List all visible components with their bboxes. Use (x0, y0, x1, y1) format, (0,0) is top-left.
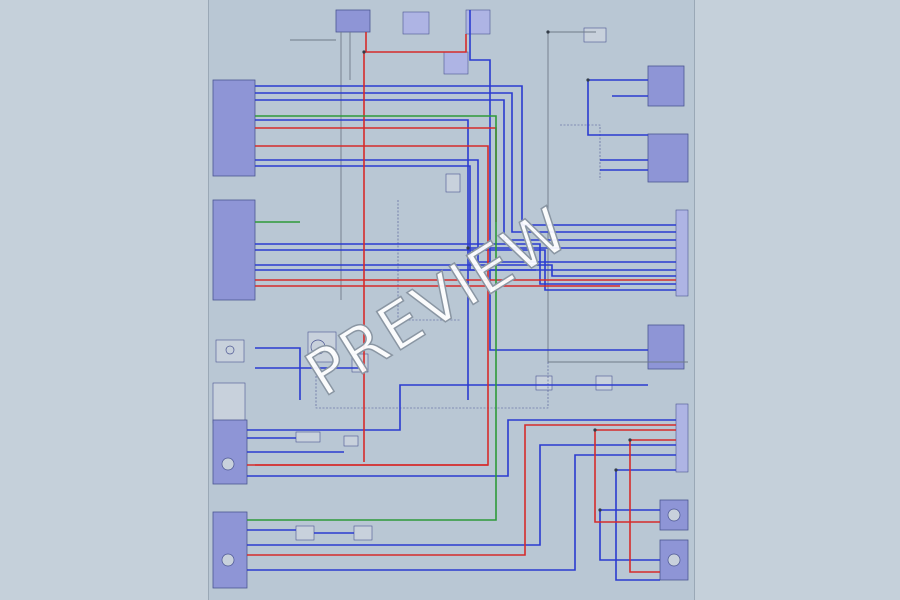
red-wire-2 (255, 145, 489, 466)
connector-d2 (343, 435, 359, 447)
shield-line-a (397, 200, 460, 321)
middle-connector (445, 173, 461, 193)
motor-icon-front-left (221, 457, 235, 471)
connector-c1 (535, 375, 553, 391)
splice-points (362, 30, 632, 512)
motor-icon-front-right (667, 508, 681, 522)
door-lock-switch (215, 339, 245, 363)
trunk-switch (212, 382, 246, 424)
red-wire-rear-door (247, 424, 676, 556)
motor-icon-rear-left (221, 553, 235, 567)
green-wire-long (247, 115, 497, 521)
top-power-module (335, 9, 371, 33)
relay-coil-icon (310, 339, 326, 355)
connector-e1 (295, 525, 315, 541)
connector-d1 (295, 431, 321, 443)
blue-wire-6 (255, 165, 676, 271)
blue-wire-right-actuator-b (615, 469, 676, 581)
front-door-lock-actuator-left (212, 419, 248, 485)
multiplex-control-unit (212, 79, 256, 177)
top-right-connector (583, 27, 607, 43)
shield-line-c (560, 124, 601, 180)
connector-e2 (353, 525, 373, 541)
blue-wire-4 (255, 119, 676, 400)
blue-wire-top (469, 10, 648, 351)
right-lower-connector (675, 403, 689, 473)
red-wire-right-actuator (594, 429, 676, 523)
blue-wire-right-b (600, 95, 648, 171)
blue-wire-front-door-b (247, 419, 676, 477)
blue-wire-3 (255, 99, 676, 241)
rear-door-lock-actuator-left (212, 511, 248, 589)
red-wire-right-actuator-b (629, 439, 676, 573)
right-door-lock-switch (647, 133, 689, 183)
motor-icon-rear-right (667, 553, 681, 567)
relay-unit-a (307, 331, 337, 363)
red-wire-4 (255, 279, 676, 287)
blue-wire-7 (255, 243, 676, 285)
connector-c2 (595, 375, 613, 391)
blue-wire-rear-door-c (247, 444, 676, 546)
junction-connector (443, 51, 469, 75)
blue-wire-rear-door-b (247, 454, 676, 571)
blue-wire-8 (255, 249, 676, 291)
red-wire-top (365, 32, 467, 53)
switch-icon (225, 345, 235, 355)
blue-wire-1 (255, 85, 676, 226)
blue-wire-front-door-a (247, 384, 648, 439)
keyless-control-unit (212, 199, 256, 301)
blue-wire-9 (255, 264, 676, 277)
blue-wire-5 (255, 159, 676, 263)
right-junction-connector (675, 209, 689, 297)
top-connector-a (402, 11, 430, 35)
relay-unit-b (351, 353, 369, 373)
right-front-lock-switch (647, 65, 685, 107)
blue-wire-right-a (587, 79, 648, 136)
blue-wire-rear-door-a (247, 529, 354, 534)
blue-wire-switch (255, 347, 360, 400)
blue-wire-2 (255, 92, 676, 233)
